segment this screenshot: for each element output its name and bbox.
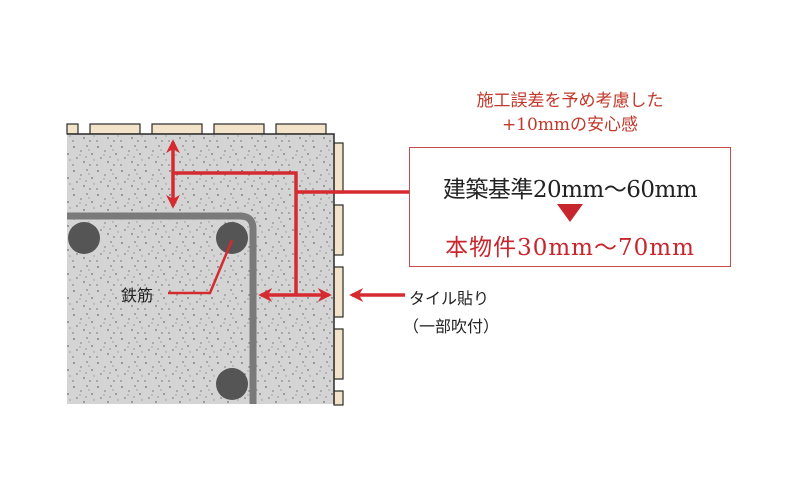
- rebar-label: 鉄筋: [121, 286, 154, 305]
- rebar-circle-corner: [216, 222, 248, 254]
- down-triangle-icon: [557, 204, 583, 222]
- project-cover-text: 本物件30mm～70mm: [445, 235, 695, 261]
- rebar-stirrup: [67, 212, 257, 404]
- tile-sublabel: （一部吹付）: [403, 317, 500, 336]
- dimension-lines: [166, 139, 409, 302]
- rebar-circle-bottom: [216, 368, 248, 400]
- top-tiles: [66, 123, 327, 135]
- concrete-block: [67, 134, 334, 404]
- tile-label: タイル貼り: [409, 289, 490, 308]
- cover-thickness-callout: 建築基準20mm～60mm 本物件30mm～70mm: [409, 147, 731, 267]
- standard-cover-text: 建築基準20mm～60mm: [442, 177, 698, 203]
- side-tiles: [333, 142, 344, 406]
- tolerance-note-line2: +10mmの安心感: [501, 115, 639, 135]
- tolerance-note-line1: 施工誤差を予め考慮した: [476, 91, 664, 111]
- rebar-circle-left: [68, 222, 100, 254]
